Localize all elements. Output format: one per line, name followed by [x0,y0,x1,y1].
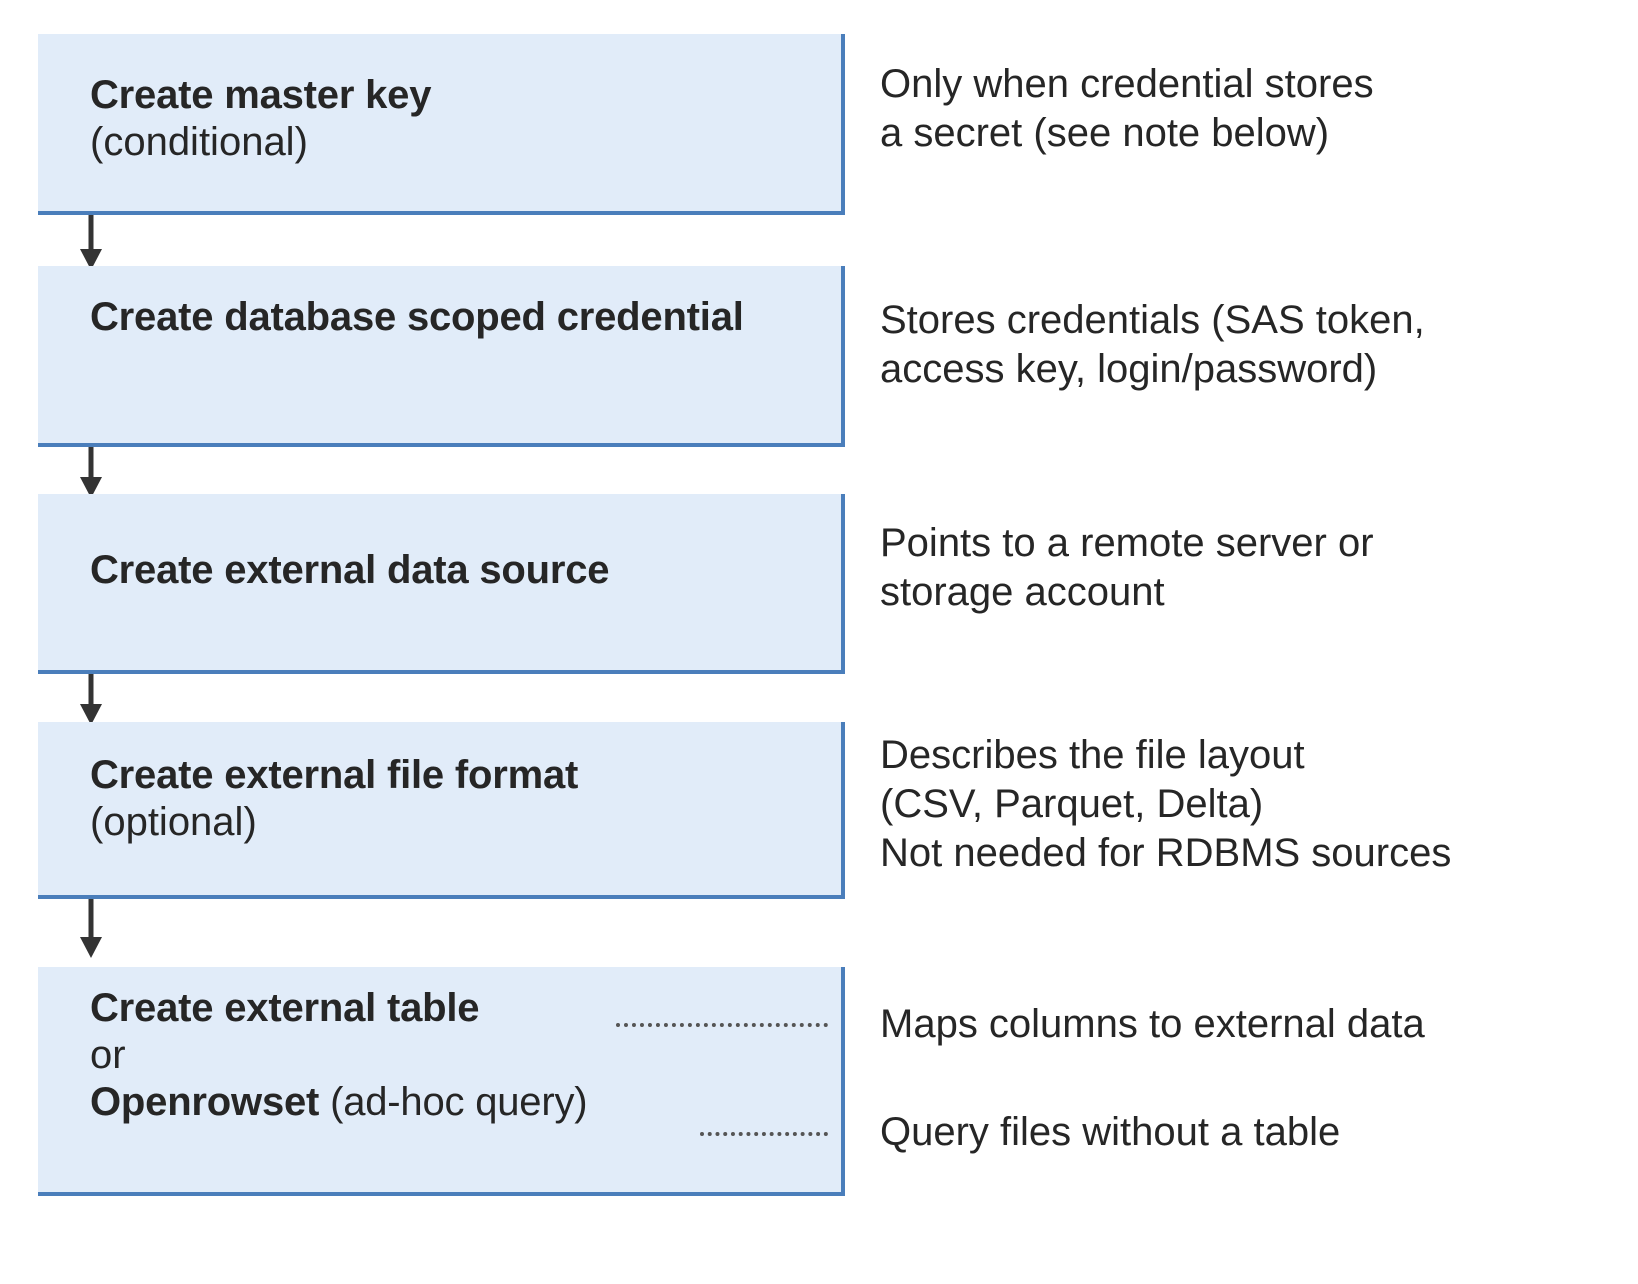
step-box-text-group: Create external table or Openrowset (ad-… [90,985,827,1127]
step-separator-or: or [90,1033,126,1078]
step-box-create-external-file-format: Create external file format (optional) [38,722,845,899]
step-box-text-group: Create external file format (optional) [90,752,827,846]
step-box-text-group: Create external data source [90,547,827,594]
annotation-openrowset: Query files without a table [880,1110,1341,1154]
annotation-create-external-table: Maps columns to external data [880,1002,1425,1046]
step-box-text-group: Create master key (conditional) [90,72,827,166]
step-title-create-external-file-format: Create external file format [90,753,579,797]
step-title-openrowset: Openrowset (ad-hoc query) [90,1079,827,1126]
step-box-create-external-table-or-openrowset: Create external table or Openrowset (ad-… [38,967,845,1196]
step-subtitle-create-external-file-format: (optional) [90,800,257,845]
step-title-create-external-table: Create external table [90,986,480,1030]
annotation-create-database-scoped-credential: Stores credentials (SAS token, access ke… [880,298,1425,391]
step-title-openrowset-suffix: (ad-hoc query) [319,1080,588,1125]
step-box-create-database-scoped-credential: Create database scoped credential [38,266,845,447]
step-title-create-database-scoped-credential: Create database scoped credential [90,295,744,339]
step-title-create-external-data-source: Create external data source [90,548,610,592]
dashed-connector-openrowset [700,1132,828,1136]
arrow-connector-3 [78,674,104,731]
annotation-create-master-key: Only when credential stores a secret (se… [880,62,1374,155]
step-subtitle-create-master-key: (conditional) [90,120,308,165]
arrow-connector-2 [78,447,104,504]
step-title-create-master-key: Create master key [90,73,432,117]
step-title-openrowset-label: Openrowset [90,1080,320,1125]
step-box-text-group: Create database scoped credential [90,294,827,341]
step-box-create-master-key: Create master key (conditional) [38,34,845,215]
arrow-connector-4 [78,899,104,964]
arrow-connector-1 [78,215,104,276]
annotation-create-external-data-source: Points to a remote server or storage acc… [880,521,1374,614]
dashed-connector-external-table [616,1023,828,1027]
step-box-create-external-data-source: Create external data source [38,494,845,674]
annotation-create-external-file-format: Describes the file layout (CSV, Parquet,… [880,733,1452,875]
